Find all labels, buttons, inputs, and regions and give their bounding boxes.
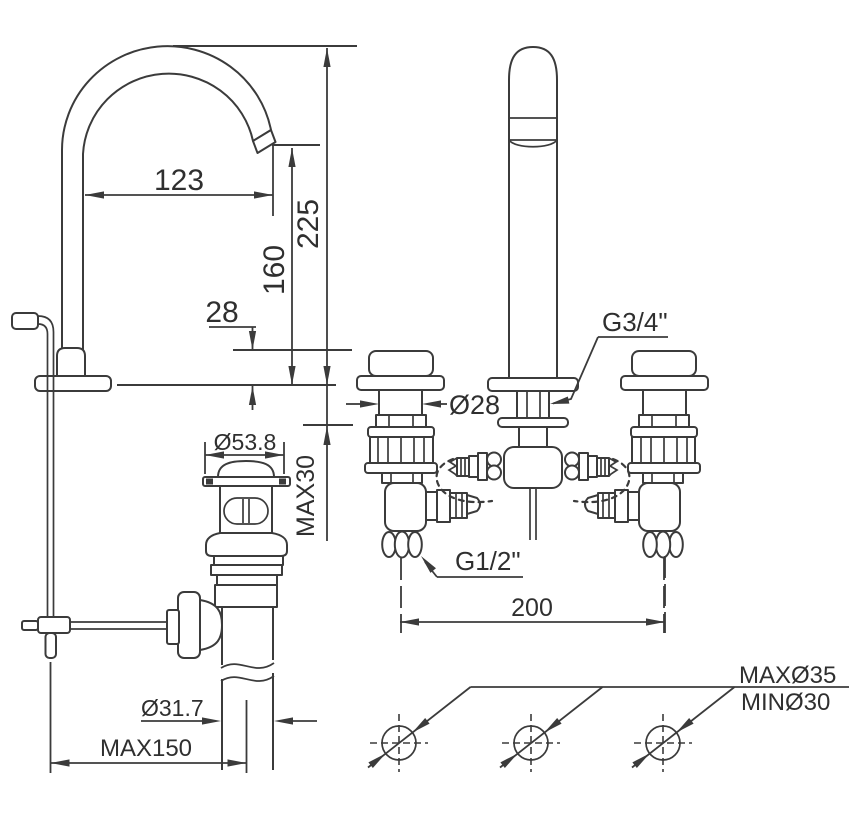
drain-flange bbox=[202, 476, 291, 487]
mounting-holes: MAXØ35 MINØ30 bbox=[368, 662, 849, 772]
tee-hose-connector-left bbox=[448, 451, 502, 481]
linkage-tab bbox=[166, 609, 180, 645]
deck-flange-side bbox=[34, 375, 112, 392]
dim-overall-height: 225 bbox=[292, 48, 331, 425]
linkage-plate bbox=[177, 591, 201, 659]
linkage-bulge bbox=[199, 599, 223, 651]
dim-outlet-height: 160 bbox=[258, 148, 296, 385]
label-hole-max: MAXØ35 bbox=[739, 662, 836, 689]
label-outlet-height: 160 bbox=[258, 245, 291, 295]
label-popup-flange: Ø53.8 bbox=[214, 429, 277, 455]
label-overall-height: 225 bbox=[292, 199, 325, 249]
spout-shank bbox=[516, 390, 550, 419]
mounting-hole-2 bbox=[500, 687, 603, 772]
flex-hose-right bbox=[572, 457, 631, 504]
label-spout-connection: G3/4" bbox=[602, 307, 668, 337]
label-tailpiece: Ø31.7 bbox=[141, 695, 204, 721]
tee-hose-connector-right bbox=[564, 451, 618, 481]
mounting-hole-3 bbox=[632, 687, 735, 772]
dim-shank-diameter: Ø28 bbox=[346, 390, 500, 420]
popup-drain-assembly bbox=[166, 460, 291, 770]
dim-tailpiece: Ø31.7 bbox=[141, 695, 317, 725]
overflow-slot bbox=[223, 497, 269, 525]
faucet-base bbox=[34, 347, 112, 392]
right-valve bbox=[584, 350, 709, 634]
label-valve-connection: G1/2" bbox=[455, 546, 521, 576]
dimensions-side: 123 225 160 28 bbox=[49, 45, 357, 773]
deck-flange-center bbox=[487, 377, 579, 392]
label-valve-distance: 200 bbox=[511, 594, 553, 622]
label-popup-offset: MAX150 bbox=[100, 735, 192, 762]
center-spout bbox=[448, 46, 618, 540]
gooseneck-spout bbox=[61, 45, 277, 353]
popup-rod bbox=[11, 312, 167, 659]
flex-hose-left bbox=[435, 457, 494, 504]
dim-valve-distance: 200 bbox=[400, 556, 666, 633]
label-hole-min: MINØ30 bbox=[741, 689, 830, 716]
rod-nub bbox=[21, 620, 39, 631]
drain-tailpipe bbox=[220, 607, 275, 770]
dim-body-height: 28 bbox=[205, 296, 257, 410]
spout-tip bbox=[252, 129, 277, 154]
label-deck-thickness: MAX30 bbox=[292, 455, 320, 537]
rod-clamp bbox=[37, 616, 71, 634]
label-shank-diameter: Ø28 bbox=[449, 390, 500, 420]
front-view: Ø28 G3/4" G1/2" 200 bbox=[346, 46, 709, 634]
drain-plug bbox=[217, 460, 275, 478]
mounting-hole-1 bbox=[368, 687, 471, 772]
label-spout-reach: 123 bbox=[154, 164, 204, 197]
dim-spout-reach: 123 bbox=[85, 143, 274, 216]
callout-spout-connection: G3/4" bbox=[549, 307, 668, 408]
dim-popup-flange: Ø53.8 bbox=[204, 429, 285, 474]
side-view: 123 225 160 28 bbox=[11, 45, 357, 773]
callout-valve-connection: G1/2" bbox=[418, 546, 523, 578]
dim-deck-thickness: MAX30 bbox=[292, 426, 331, 541]
popup-knob bbox=[11, 312, 39, 330]
tee-body bbox=[503, 446, 563, 489]
dim-popup-offset: MAX150 bbox=[49, 662, 248, 773]
rod-tip bbox=[44, 632, 57, 659]
label-body-height: 28 bbox=[205, 296, 238, 329]
